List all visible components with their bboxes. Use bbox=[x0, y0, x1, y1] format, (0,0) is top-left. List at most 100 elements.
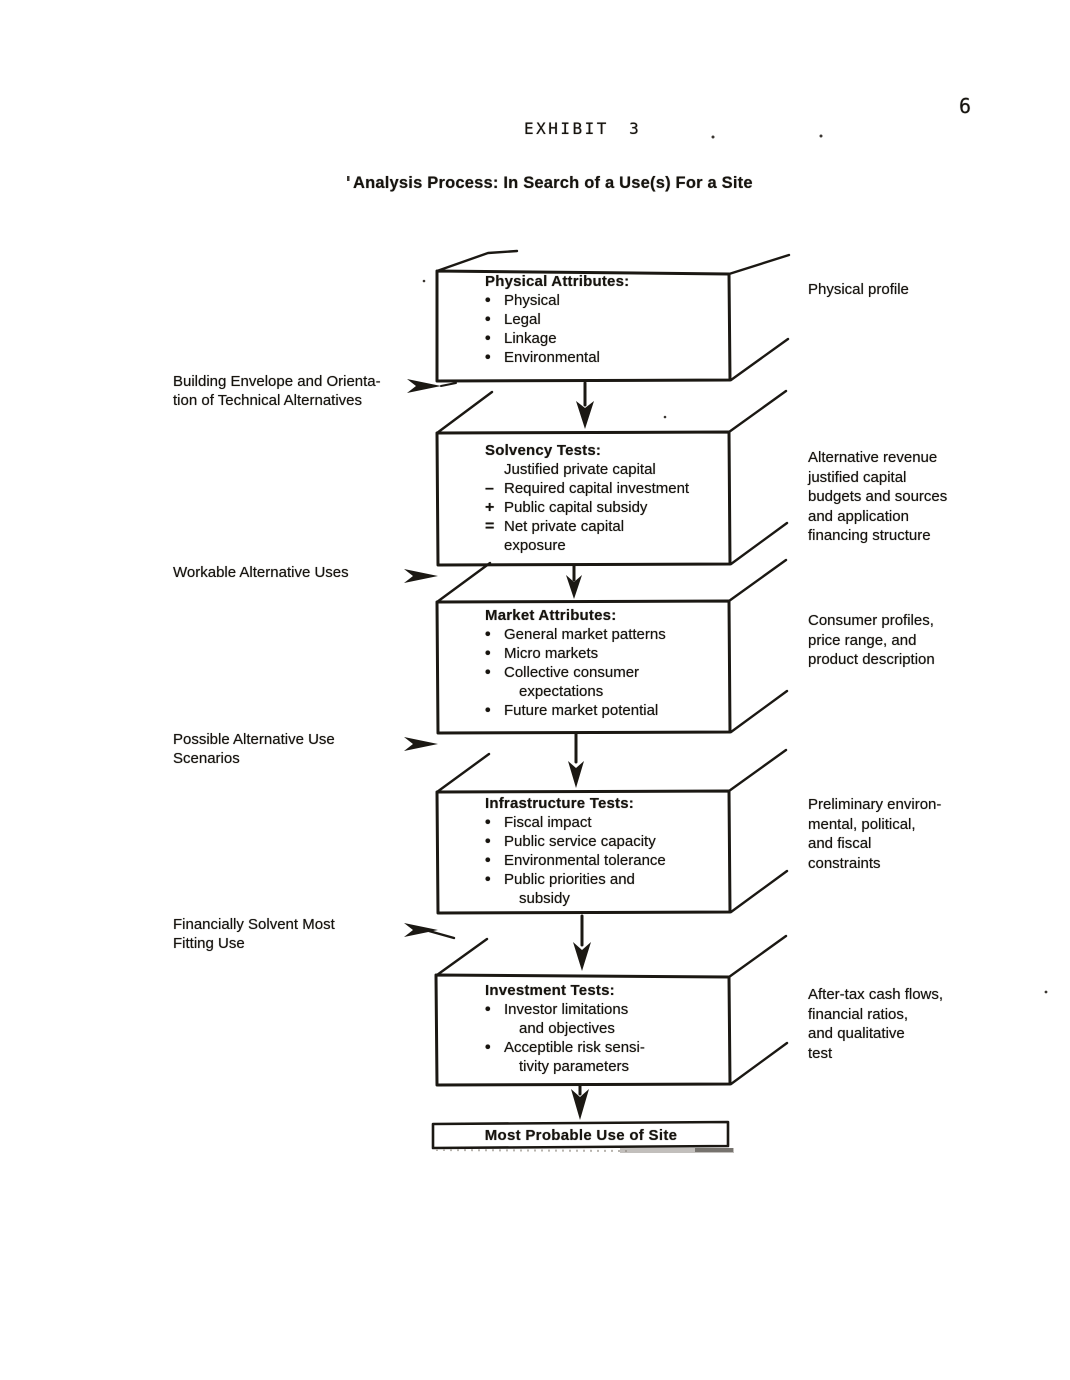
box-line-text: Investor limitations bbox=[504, 1001, 629, 1018]
speck bbox=[1044, 990, 1048, 994]
box-title: Physical Attributes: bbox=[485, 273, 630, 290]
box-line-text: Public capital subsidy bbox=[504, 499, 648, 516]
page-number: 6 bbox=[959, 94, 972, 118]
bullet-icon: • bbox=[485, 292, 491, 309]
bullet-icon: • bbox=[485, 626, 491, 643]
box-infrastructure-tests: Infrastructure Tests: •Fiscal impact •Pu… bbox=[485, 794, 727, 908]
callout-arrowhead-right bbox=[404, 569, 438, 583]
box-line: • General market patterns bbox=[485, 625, 727, 644]
bullet-icon: • bbox=[485, 702, 491, 719]
bullet-icon bbox=[500, 889, 519, 908]
diagram-title: Analysis Process: In Search of a Use(s) … bbox=[353, 174, 753, 192]
depth-line bbox=[435, 558, 789, 734]
side-note-infrastructure: Preliminary environ- mental, political, … bbox=[808, 796, 942, 872]
left-label-building-envelope: Building Envelope and Orienta- tion of T… bbox=[173, 373, 381, 409]
box-line-text: Acceptible risk sensi- bbox=[504, 1039, 645, 1056]
box-line: =Net private capital bbox=[485, 517, 727, 536]
callout-arrowhead-right bbox=[407, 379, 441, 393]
depth-line bbox=[435, 389, 789, 566]
box-line-text: Future market potential bbox=[504, 702, 659, 719]
side-note-solvency: Alternative revenue justified capital bu… bbox=[808, 449, 948, 544]
speck bbox=[663, 415, 667, 419]
bullet-icon: • bbox=[485, 1039, 491, 1056]
bullet-icon: • bbox=[485, 645, 491, 662]
box-line-text: Environmental tolerance bbox=[504, 852, 666, 869]
left-label-workable-uses: Workable Alternative Uses bbox=[173, 564, 349, 581]
box-line-text: expectations bbox=[519, 683, 604, 700]
box-title: Investment Tests: bbox=[485, 982, 615, 999]
bullet-icon bbox=[500, 1019, 519, 1038]
bullet-icon: • bbox=[485, 852, 491, 869]
box-line-text: Justified private capital bbox=[504, 461, 656, 478]
box-title: Solvency Tests: bbox=[485, 442, 602, 459]
flow-arrows bbox=[566, 381, 594, 1120]
depth-line bbox=[427, 929, 789, 1086]
box-line: + Public capital subsidy bbox=[485, 498, 727, 517]
box-line: • Future market potential bbox=[485, 701, 727, 720]
speck bbox=[819, 134, 823, 138]
bullet-icon bbox=[485, 460, 504, 479]
bullet-icon: • bbox=[485, 1001, 491, 1018]
box-line: Justified private capital bbox=[485, 460, 727, 479]
bullet-icon: • bbox=[485, 871, 491, 888]
minus-prefix: – bbox=[485, 480, 494, 497]
box-line-text: General market patterns bbox=[504, 626, 666, 643]
box-line: tivity parameters bbox=[500, 1057, 727, 1076]
box-line: • Public priorities and bbox=[485, 870, 727, 889]
smudge bbox=[695, 1148, 733, 1152]
box-investment-tests: Investment Tests: •Investor limitations … bbox=[485, 981, 727, 1076]
box-line-text: Public priorities and bbox=[504, 871, 635, 888]
bullet-icon: • bbox=[485, 349, 491, 366]
box-market-attributes: Market Attributes: • General market patte… bbox=[485, 606, 727, 720]
exhibit-label: EXHIBIT 3 bbox=[524, 119, 642, 138]
bullet-icon: • bbox=[485, 664, 491, 681]
plus-prefix: + bbox=[485, 499, 495, 516]
box-line-text: Collective consumer bbox=[504, 664, 640, 681]
box-line: • Collective consumer bbox=[485, 663, 727, 682]
box-line-text: Linkage bbox=[504, 330, 557, 347]
flow-arrow-down bbox=[566, 575, 582, 599]
box-physical-attributes: Physical Attributes: • Physical • Legal • L… bbox=[485, 272, 727, 367]
final-box-label: Most Probable Use of Site bbox=[484, 1127, 678, 1144]
box-line-text: Legal bbox=[504, 311, 541, 328]
box-line-text: and objectives bbox=[519, 1020, 615, 1037]
box-line-text: Physical bbox=[504, 292, 560, 309]
box-outline-final bbox=[431, 1120, 730, 1150]
speck bbox=[711, 135, 715, 139]
box-line: • Environmental tolerance bbox=[485, 851, 727, 870]
box-line: •Public service capacity bbox=[485, 832, 727, 851]
box-line: • Acceptible risk sensi- bbox=[485, 1038, 727, 1057]
smudge bbox=[620, 1148, 734, 1153]
box-line: • Physical bbox=[485, 291, 727, 310]
box-line-text: exposure bbox=[504, 537, 566, 554]
box-line: •Fiscal impact bbox=[485, 813, 727, 832]
speck bbox=[422, 279, 426, 283]
left-label-financially-solvent: Financially Solvent Most Fitting Use bbox=[173, 916, 335, 952]
box-line-text: subsidy bbox=[519, 890, 570, 907]
equals-prefix: = bbox=[485, 518, 495, 535]
callout-arrowheads bbox=[404, 379, 457, 937]
box-title: Market Attributes: bbox=[485, 607, 617, 624]
bullet-icon bbox=[485, 536, 504, 555]
box-line: •Environmental bbox=[485, 348, 727, 367]
box-line: expectations bbox=[500, 682, 727, 701]
speck bbox=[347, 176, 350, 181]
flow-arrow-down bbox=[573, 942, 591, 971]
photocopy-specks bbox=[347, 134, 1048, 1153]
box-line: –Required capital investment bbox=[485, 479, 727, 498]
callout-arrow-tail bbox=[440, 382, 457, 387]
callout-arrowhead-right bbox=[404, 737, 438, 751]
box-line: exposure bbox=[485, 536, 727, 555]
bullet-icon: • bbox=[485, 330, 491, 347]
callout-arrowhead-right bbox=[404, 923, 438, 937]
box-line-text: tivity parameters bbox=[519, 1058, 630, 1075]
depth-line bbox=[435, 249, 791, 382]
flow-arrow-down bbox=[576, 401, 594, 429]
bullet-icon bbox=[500, 682, 519, 701]
box-line-text: Micro markets bbox=[504, 645, 599, 662]
box-line: • Micro markets bbox=[485, 644, 727, 663]
bullet-icon: • bbox=[485, 311, 491, 328]
flow-arrow-down bbox=[571, 1089, 589, 1120]
